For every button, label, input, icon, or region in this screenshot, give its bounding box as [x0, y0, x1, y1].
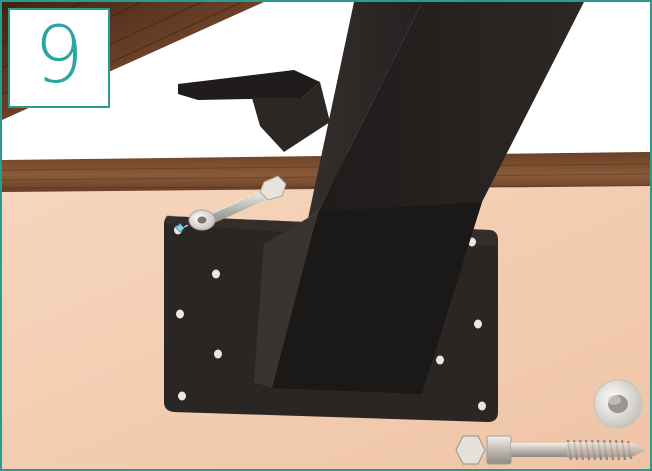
step-badge: 9: [8, 8, 110, 108]
washer-icon: [594, 380, 642, 428]
step-number: 9: [34, 17, 84, 95]
